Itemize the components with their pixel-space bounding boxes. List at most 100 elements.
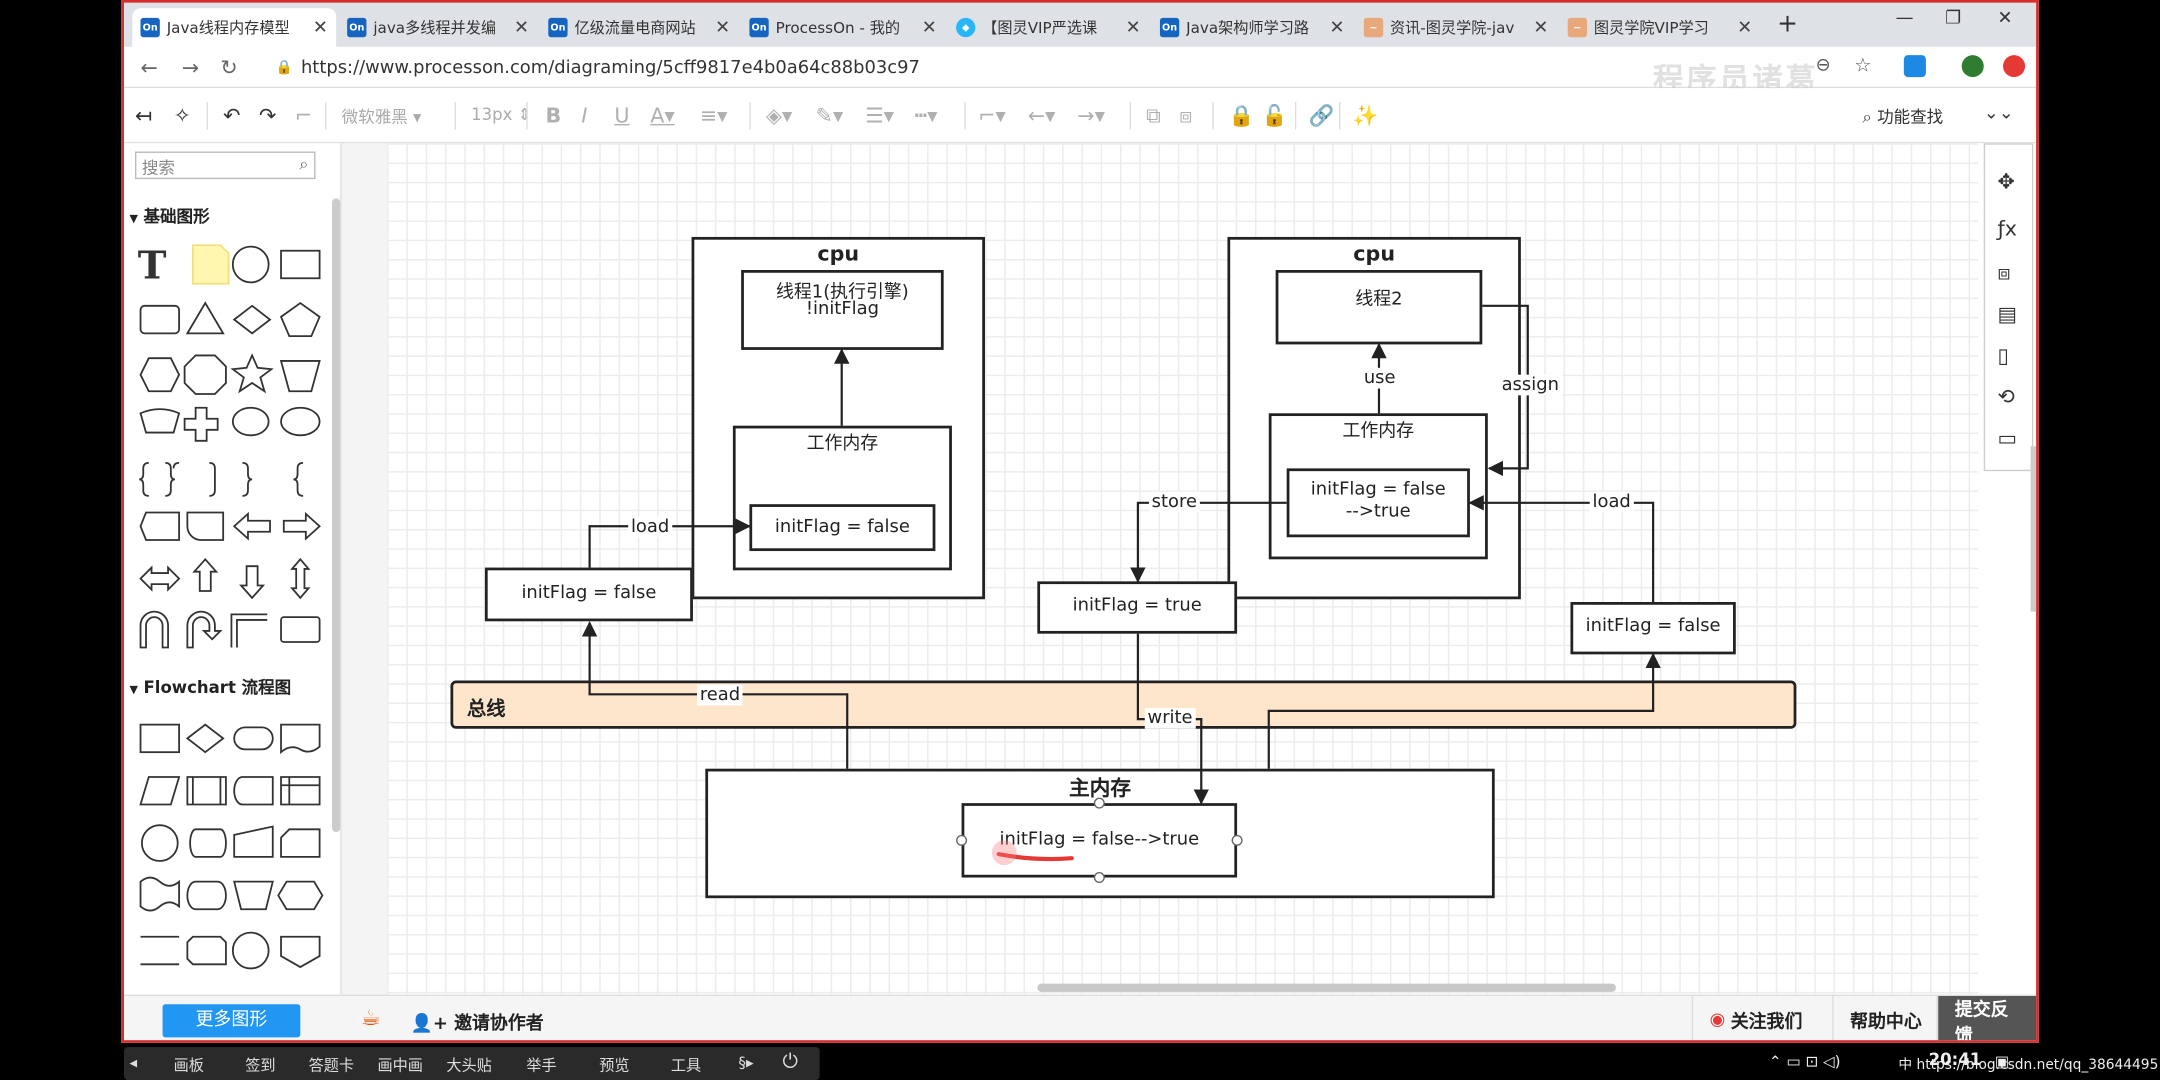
- taskbar-item-raise-hand[interactable]: 举手: [526, 1056, 557, 1075]
- line-color-icon[interactable]: ✎▾: [815, 103, 844, 129]
- star-icon[interactable]: ☆: [1854, 55, 1872, 78]
- section-flowchart[interactable]: ▼Flowchart 流程图: [129, 675, 291, 698]
- font-family-select[interactable]: 微软雅黑 ▾: [341, 107, 422, 127]
- more-shapes-button[interactable]: 更多图形: [162, 1004, 301, 1038]
- connector-icon[interactable]: ⌐▾: [978, 103, 1006, 129]
- follow-us-button[interactable]: ◉关注我们: [1691, 996, 1819, 1041]
- taskbar-item-answer-card[interactable]: 答题卡: [308, 1056, 355, 1075]
- format-painter-icon[interactable]: ✧: [173, 103, 191, 129]
- close-icon[interactable]: ✕: [1329, 17, 1345, 38]
- history-icon[interactable]: ⟲: [1997, 384, 2015, 410]
- taskbar-item-checkin[interactable]: 签到: [245, 1056, 276, 1075]
- formula-icon[interactable]: ƒx: [1997, 216, 2018, 242]
- section-basic-shapes[interactable]: ▼基础图形: [129, 204, 209, 227]
- align-icon[interactable]: ≡▾: [699, 103, 728, 129]
- invite-collaborator-button[interactable]: 👤+ 邀请协作者: [411, 1008, 544, 1035]
- working-memory-value-box-1[interactable]: [749, 504, 936, 552]
- shape-search-input[interactable]: 搜索 ⌕: [135, 151, 316, 180]
- forward-icon[interactable]: →: [181, 55, 200, 80]
- lock-icon[interactable]: 🔒: [1228, 103, 1255, 129]
- bring-front-icon[interactable]: ⧉: [1146, 103, 1161, 129]
- collapse-arrow-icon[interactable]: ◂: [129, 1053, 138, 1072]
- minimize-icon[interactable]: —: [1895, 8, 1914, 29]
- zoom-icon[interactable]: ⊖: [1815, 55, 1831, 76]
- url-field[interactable]: 🔒 https://www.processon.com/diagraming/5…: [276, 54, 1791, 82]
- notification-icon[interactable]: ▣: [1994, 1052, 2010, 1071]
- document-icon[interactable]: ▯: [1997, 343, 2009, 368]
- bold-icon[interactable]: B: [545, 103, 562, 129]
- function-search-button[interactable]: ⌕ 功能查找: [1863, 105, 1944, 128]
- power-icon[interactable]: ⏻: [782, 1051, 798, 1074]
- back-arrow-icon[interactable]: ↤: [135, 103, 153, 129]
- italic-icon[interactable]: I: [581, 103, 588, 129]
- taskbar-item-preview[interactable]: 预览: [599, 1056, 630, 1075]
- basic-shapes-grid[interactable]: T: [135, 237, 328, 653]
- fill-color-icon[interactable]: ◈▾: [765, 103, 793, 129]
- taskbar-item-tools[interactable]: 工具: [670, 1056, 702, 1075]
- close-icon[interactable]: ✕: [715, 17, 731, 38]
- link-icon[interactable]: 🔗: [1308, 103, 1335, 129]
- close-icon[interactable]: ✕: [1737, 17, 1753, 38]
- close-icon[interactable]: ✕: [312, 17, 328, 38]
- brush-icon[interactable]: ⌐: [294, 103, 313, 129]
- taskbar-item-photo[interactable]: 大头贴: [446, 1056, 492, 1075]
- pages-icon[interactable]: ▤: [1997, 301, 2018, 327]
- tab-vip-course[interactable]: ◆【图灵VIP严选课✕: [948, 8, 1149, 47]
- profile-icon[interactable]: [1961, 55, 1984, 78]
- left-copy-box[interactable]: [484, 567, 693, 622]
- back-icon[interactable]: ←: [140, 55, 158, 80]
- thread1-box[interactable]: [741, 270, 944, 350]
- close-icon[interactable]: ✕: [1125, 17, 1141, 38]
- line-start-icon[interactable]: ←▾: [1027, 103, 1056, 129]
- close-icon[interactable]: ✕: [921, 17, 937, 38]
- bus-bar[interactable]: 总线: [450, 680, 1797, 729]
- flowchart-shapes-grid[interactable]: [135, 719, 328, 989]
- right-scrollbar[interactable]: [2030, 446, 2037, 612]
- reload-icon[interactable]: ↻: [220, 55, 238, 80]
- alert-icon[interactable]: [2003, 55, 2026, 78]
- unlock-icon[interactable]: 🔓: [1261, 103, 1288, 129]
- magic-wand-icon[interactable]: ✨: [1352, 103, 1379, 129]
- crop-icon[interactable]: ⧈: [1997, 260, 2011, 286]
- tab-news-tuling[interactable]: ~资讯-图灵学院-jav✕: [1356, 8, 1557, 47]
- taskbar-item-whiteboard[interactable]: 画板: [173, 1056, 204, 1075]
- line-width-icon[interactable]: ☰▾: [865, 103, 895, 129]
- underline-icon[interactable]: U: [614, 103, 630, 129]
- redo-icon[interactable]: ↷: [258, 103, 277, 129]
- line-end-icon[interactable]: →▾: [1077, 103, 1105, 129]
- collapse-icon[interactable]: ⌄⌄: [1983, 103, 2014, 124]
- maximize-icon[interactable]: ❐: [1945, 8, 1962, 29]
- close-icon[interactable]: ✕: [513, 17, 529, 38]
- send-back-icon[interactable]: ⧈: [1179, 103, 1193, 129]
- help-center-button[interactable]: 帮助中心: [1832, 996, 1938, 1041]
- navigate-icon[interactable]: ✥: [1997, 169, 2015, 195]
- font-size-select[interactable]: 13px ⇕: [471, 104, 532, 124]
- undo-icon[interactable]: ↶: [223, 103, 241, 129]
- line-style-icon[interactable]: ┅▾: [914, 103, 938, 129]
- thread2-box[interactable]: [1275, 270, 1483, 345]
- panel-scrollbar[interactable]: [332, 198, 341, 833]
- working-memory-value-box-2[interactable]: [1286, 468, 1470, 538]
- edge-label-use: use: [1361, 367, 1399, 389]
- canvas-horizontal-scrollbar[interactable]: [1037, 983, 1616, 992]
- font-color-icon[interactable]: A▾: [650, 103, 675, 129]
- diagram-canvas[interactable]: cpu 线程1(执行引擎) !initFlag 工作内存 initFlag = …: [387, 143, 1979, 995]
- feedback-button[interactable]: 提交反馈: [1936, 996, 2037, 1041]
- more-arrow-icon[interactable]: §▸: [738, 1053, 754, 1072]
- tray-icons[interactable]: ⌃ ▭ ⊡ ◁): [1768, 1052, 1841, 1071]
- lock-icon: 🔒: [275, 59, 293, 76]
- right-copy-box[interactable]: [1570, 602, 1736, 655]
- window-close-icon[interactable]: ✕: [1997, 8, 2013, 29]
- comment-icon[interactable]: ▭: [1997, 425, 2018, 451]
- tab-tuling-vip[interactable]: ~图灵学院VIP学习✕: [1559, 8, 1760, 47]
- new-tab-button[interactable]: +: [1777, 9, 1798, 39]
- taskbar-item-pip[interactable]: 画中画: [377, 1056, 423, 1075]
- search-icon[interactable]: ⌕: [299, 154, 309, 174]
- close-icon[interactable]: ✕: [1533, 17, 1549, 38]
- extension-icon[interactable]: [1903, 55, 1926, 78]
